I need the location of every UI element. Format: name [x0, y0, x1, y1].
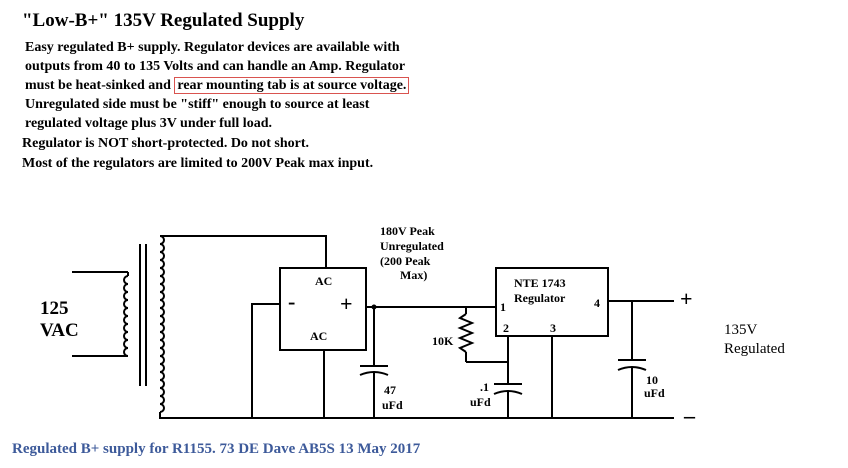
unregulated-label-1: 180V Peak [380, 224, 435, 238]
regulator-pin-4: 4 [594, 296, 600, 310]
adjust-node-wire [466, 336, 509, 363]
highlighted-warning: rear mounting tab is at source voltage. [174, 77, 410, 94]
caption: Regulated B+ supply for R1155. 73 DE Dav… [12, 441, 421, 457]
cap-in-plate-bottom [359, 371, 389, 376]
resistor-10k [457, 313, 475, 353]
bridge-ac-top-label: AC [315, 274, 333, 288]
note-line-4: Unregulated side must be "stiff" enough … [25, 97, 370, 112]
cap-mid-plate-bottom [493, 390, 523, 395]
regulator-pin-1: 1 [500, 300, 506, 314]
regulator-name-label: Regulator [514, 291, 566, 305]
note-line-1: Easy regulated B+ supply. Regulator devi… [25, 40, 400, 55]
note-line-7: Most of the regulators are limited to 20… [22, 156, 374, 171]
bridge-plus-label: + [340, 291, 353, 316]
cap-out-value: 10 [646, 373, 658, 387]
input-voltage-value: 125 [40, 298, 69, 319]
page-title: "Low-B+" 135V Regulated Supply [22, 10, 305, 31]
unregulated-label-4: Max) [400, 268, 428, 282]
output-voltage-label: 135V [724, 322, 758, 338]
input-voltage-unit: VAC [40, 320, 79, 341]
note-line-3: must be heat-sinked and rear mounting ta… [25, 77, 410, 95]
unregulated-label-2: Unregulated [380, 239, 444, 253]
bridge-minus-wire [251, 303, 280, 418]
junction-dot [371, 304, 377, 310]
output-plus-label: + [680, 286, 693, 311]
bridge-minus-label: - [288, 289, 296, 314]
note-line-6: Regulator is NOT short-protected. Do not… [22, 136, 309, 151]
resistor-label: 10K [432, 334, 454, 348]
note-line-5: regulated voltage plus 3V under full loa… [25, 116, 272, 131]
output-minus-label: – [684, 403, 695, 428]
note-line-3-text: must be heat-sinked and [25, 78, 175, 93]
unregulated-label-3: (200 Peak [380, 254, 431, 268]
bridge-ac-bottom-label: AC [310, 329, 328, 343]
note-line-2: outputs from 40 to 135 Volts and can han… [25, 59, 406, 74]
regulator-pin-3: 3 [550, 321, 556, 335]
cap-mid-value: .1 [480, 380, 489, 394]
secondary-top-wire [160, 235, 327, 268]
transformer-primary-coil [123, 275, 129, 357]
output-regulated-label: Regulated [724, 341, 785, 357]
cap-out-unit: uFd [644, 386, 665, 400]
transformer-secondary-coil [159, 235, 165, 413]
cap-mid-unit: uFd [470, 395, 491, 409]
regulator-pin-2: 2 [503, 321, 509, 335]
cap-out-plate-bottom [617, 366, 647, 371]
cap-in-value: 47 [384, 383, 396, 397]
regulator-part-label: NTE 1743 [514, 276, 566, 290]
cap-in-unit: uFd [382, 398, 403, 412]
